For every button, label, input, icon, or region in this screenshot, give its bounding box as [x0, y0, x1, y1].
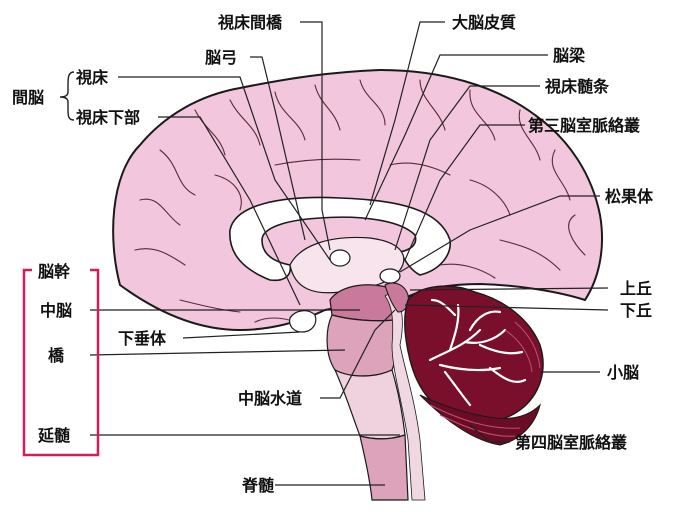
label-corpus-callosum: 脳梁	[553, 46, 586, 65]
pons	[326, 314, 399, 377]
folia-lines	[429, 321, 541, 437]
label-cerebellum: 小脳	[607, 363, 639, 382]
label-fornix: 脳弓	[205, 48, 237, 67]
label-pons: 橋	[48, 346, 65, 365]
label-interthalamic-adhesion: 視床間橋	[217, 13, 283, 32]
interthalamic-adhesion	[329, 249, 351, 267]
label-thalamus: 視床	[75, 68, 109, 87]
spinal-cord	[359, 434, 409, 501]
arbor-vitae	[428, 298, 527, 407]
label-inferior-colliculus: 下丘	[620, 301, 652, 320]
label-pineal-body: 松果体	[605, 187, 654, 206]
cortex-sulci	[134, 79, 586, 326]
label-superior-colliculus: 上丘	[620, 279, 652, 298]
label-hypothalamus: 視床下部	[75, 108, 140, 127]
leader-lines	[89, 21, 609, 486]
label-spinal-cord: 脊髄	[241, 476, 274, 495]
label-diencephalon: 間脳	[12, 88, 44, 107]
label-cerebral-aqueduct: 中脳水道	[238, 389, 302, 408]
diencephalon-brace	[59, 71, 75, 121]
cerebellum-folia	[419, 394, 542, 446]
label-fourth-ventricle-choroid-plexus: 第四脳室脈絡叢	[515, 433, 628, 452]
brainstem-bracket	[22, 268, 100, 457]
cerebellum	[403, 285, 544, 423]
pituitary-gland	[289, 310, 317, 333]
label-brainstem: 脳幹	[38, 262, 71, 281]
medulla	[333, 368, 406, 440]
aqueduct-channel	[384, 291, 426, 501]
pineal-body	[379, 268, 401, 284]
diencephalon-region	[289, 236, 405, 294]
label-stria-medullaris: 視床髄条	[544, 77, 610, 96]
label-medulla: 延髄	[37, 426, 70, 445]
label-midbrain: 中脳	[40, 301, 72, 320]
label-third-ventricle-choroid-plexus: 第三脳室脈絡叢	[528, 116, 641, 135]
label-pituitary: 下垂体	[118, 329, 167, 348]
label-cerebral-cortex: 大脳皮質	[452, 13, 516, 32]
